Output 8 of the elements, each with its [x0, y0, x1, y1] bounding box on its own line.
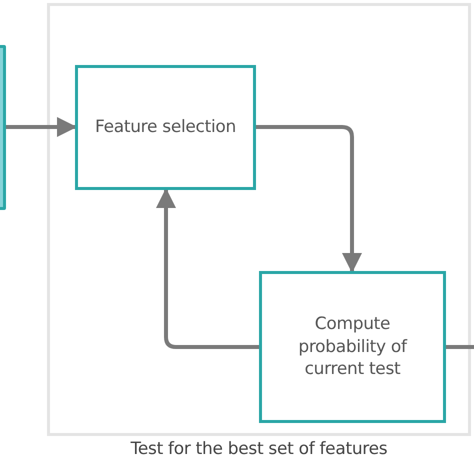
process-label: Compute probability of current test: [297, 312, 408, 382]
group-caption: Test for the best set of features: [130, 439, 388, 459]
arrow: [256, 125, 362, 273]
process-box: [75, 65, 256, 190]
arrow: [6, 117, 77, 137]
process-label: Feature selection: [94, 116, 237, 139]
arrow: [156, 188, 259, 349]
process-box: [259, 271, 446, 423]
